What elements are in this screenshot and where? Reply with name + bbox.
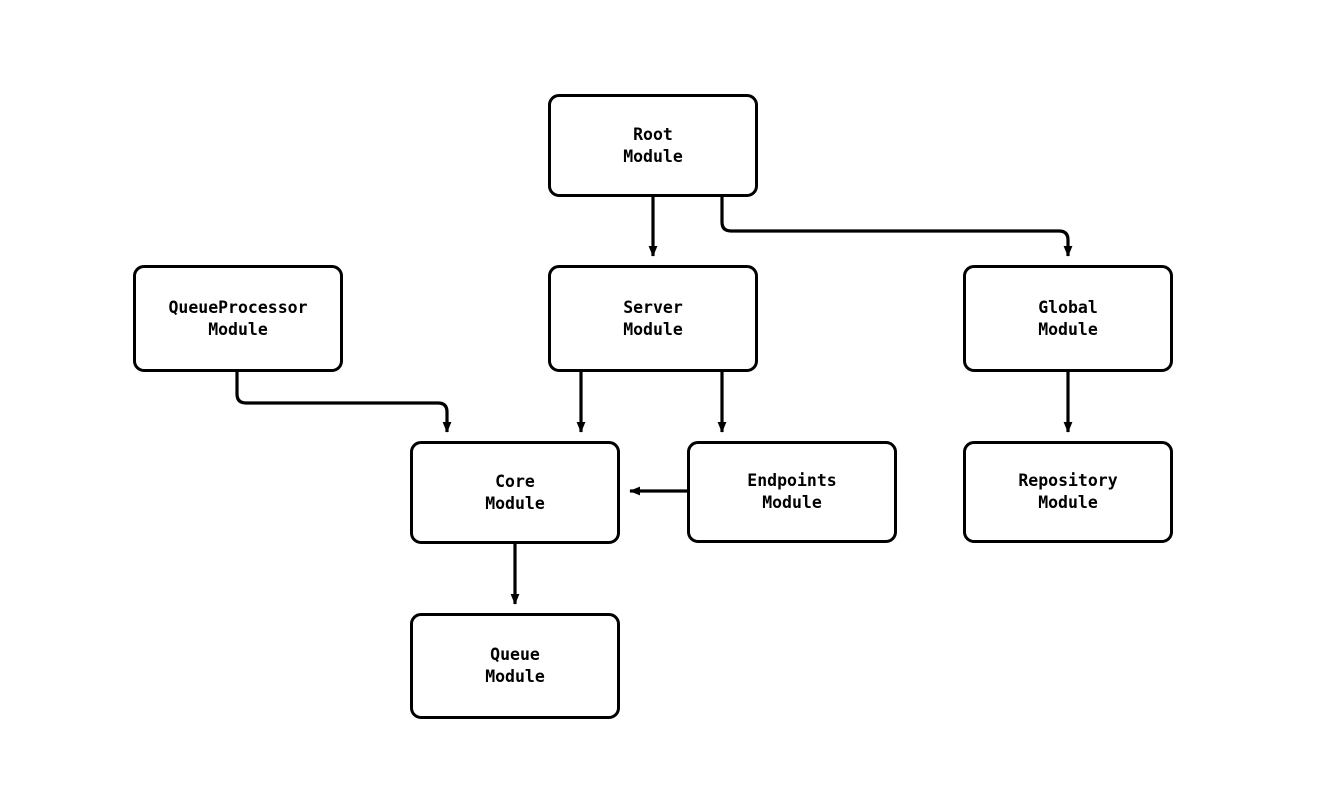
node-queueprocessor-module-line2: Module: [208, 319, 268, 339]
node-root-module-line2: Module: [623, 146, 683, 166]
node-server-module-line2: Module: [623, 319, 683, 339]
node-queueprocessor-module-line1: QueueProcessor: [168, 297, 308, 317]
node-global-module[interactable]: Global Module: [963, 265, 1173, 372]
node-core-module[interactable]: Core Module: [410, 441, 620, 544]
node-queue-module-line2: Module: [485, 667, 545, 686]
node-global-module-line2: Module: [1038, 319, 1098, 339]
node-repository-module-line2: Module: [1038, 493, 1098, 512]
node-endpoints-module-line1: Endpoints: [747, 471, 837, 490]
node-root-module-line1: Root: [633, 124, 673, 144]
node-global-module-line1: Global: [1038, 297, 1098, 317]
node-queue-module[interactable]: Queue Module: [410, 613, 620, 719]
node-server-module-line1: Server: [623, 297, 683, 317]
edge-root-to-global: [720, 197, 1073, 257]
node-core-module-line2: Module: [485, 493, 545, 513]
node-root-module[interactable]: Root Module: [548, 94, 758, 197]
node-core-module-line1: Core: [495, 471, 535, 491]
node-queue-module-line1: Queue: [490, 645, 540, 664]
node-endpoints-module-line2: Module: [762, 493, 822, 512]
node-repository-module-line1: Repository: [1018, 471, 1118, 490]
node-queueprocessor-module[interactable]: QueueProcessor Module: [133, 265, 343, 372]
node-repository-module[interactable]: Repository Module: [963, 441, 1173, 543]
edge-queueprocessor-to-core: [235, 372, 452, 433]
node-server-module[interactable]: Server Module: [548, 265, 758, 372]
node-endpoints-module[interactable]: Endpoints Module: [687, 441, 897, 543]
